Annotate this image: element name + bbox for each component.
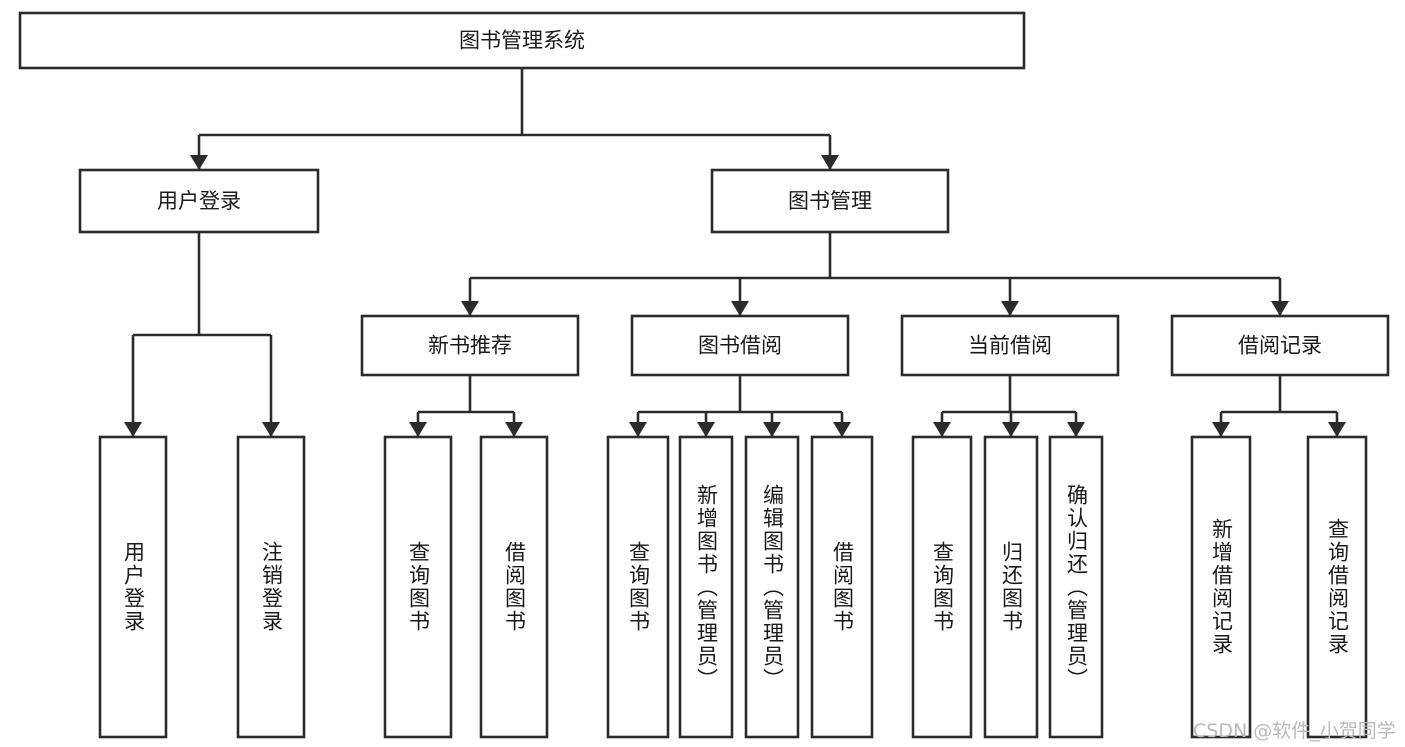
node-label-new-book-recommend: 新书推荐 [428,334,512,358]
node-label-user-login: 用户登录 [157,189,241,213]
node-box-leaf-query-book-1[interactable] [383,435,453,739]
csdn-watermark: CSDN @软件_小贺同学 [1193,720,1396,742]
node-box-leaf-query-record[interactable] [1306,435,1368,739]
node-box-new-book-recommend[interactable] [360,314,580,377]
arrow-head-bookmanage-to-level2-0 [461,301,479,316]
arrow-head-bookmanage-to-level2-2 [1001,301,1019,316]
node-box-leaf-query-book-2[interactable] [606,435,670,739]
arrow-head-book-borrow-to-leaves-2 [763,422,781,437]
arrow-head-current-borrow-to-leaves-1 [1002,422,1020,437]
arrow-head-userlogin-to-leaves-1 [262,422,280,437]
arrow-head-userlogin-to-leaves-0 [124,422,142,437]
node-label-book-manage: 图书管理 [788,189,872,213]
arrow-head-new-book-recommend-to-leaves-0 [409,422,427,437]
arrow-head-new-book-recommend-to-leaves-1 [505,422,523,437]
arrow-head-bookmanage-to-level2-1 [731,301,749,316]
arrow-head-borrow-record-to-leaves-0 [1212,422,1230,437]
node-box-leaf-logout[interactable] [236,435,306,739]
arrow-head-root-to-level1-1 [821,155,839,170]
boxes-layer [18,11,1390,739]
node-box-borrow-record[interactable] [1170,314,1390,377]
node-label-book-borrow: 图书借阅 [698,334,782,358]
node-box-root[interactable] [18,11,1026,70]
arrow-head-root-to-level1-0 [190,155,208,170]
arrow-head-book-borrow-to-leaves-1 [697,422,715,437]
node-box-book-manage[interactable] [710,168,950,234]
node-box-leaf-query-book-3[interactable] [911,435,973,739]
arrow-head-book-borrow-to-leaves-0 [629,422,647,437]
node-box-leaf-edit-book[interactable] [744,435,800,739]
node-box-book-borrow[interactable] [630,314,850,377]
node-box-user-login[interactable] [78,168,320,234]
arrow-head-current-borrow-to-leaves-0 [933,422,951,437]
connectors-layer [124,68,1346,437]
node-box-leaf-borrow-book-1[interactable] [479,435,549,739]
node-label-root: 图书管理系统 [459,29,585,53]
node-box-current-borrow[interactable] [900,314,1120,377]
node-box-leaf-user-login[interactable] [98,435,168,739]
node-box-leaf-confirm-return[interactable] [1048,435,1104,739]
arrow-head-borrow-record-to-leaves-1 [1328,422,1346,437]
arrow-head-current-borrow-to-leaves-2 [1067,422,1085,437]
node-box-leaf-add-book[interactable] [678,435,734,739]
arrow-head-bookmanage-to-level2-3 [1271,301,1289,316]
node-label-current-borrow: 当前借阅 [968,334,1052,358]
node-box-leaf-borrow-book-2[interactable] [810,435,874,739]
node-box-leaf-add-record[interactable] [1190,435,1252,739]
node-label-borrow-record: 借阅记录 [1238,334,1322,358]
arrow-head-book-borrow-to-leaves-3 [833,422,851,437]
node-box-leaf-return-book[interactable] [983,435,1039,739]
